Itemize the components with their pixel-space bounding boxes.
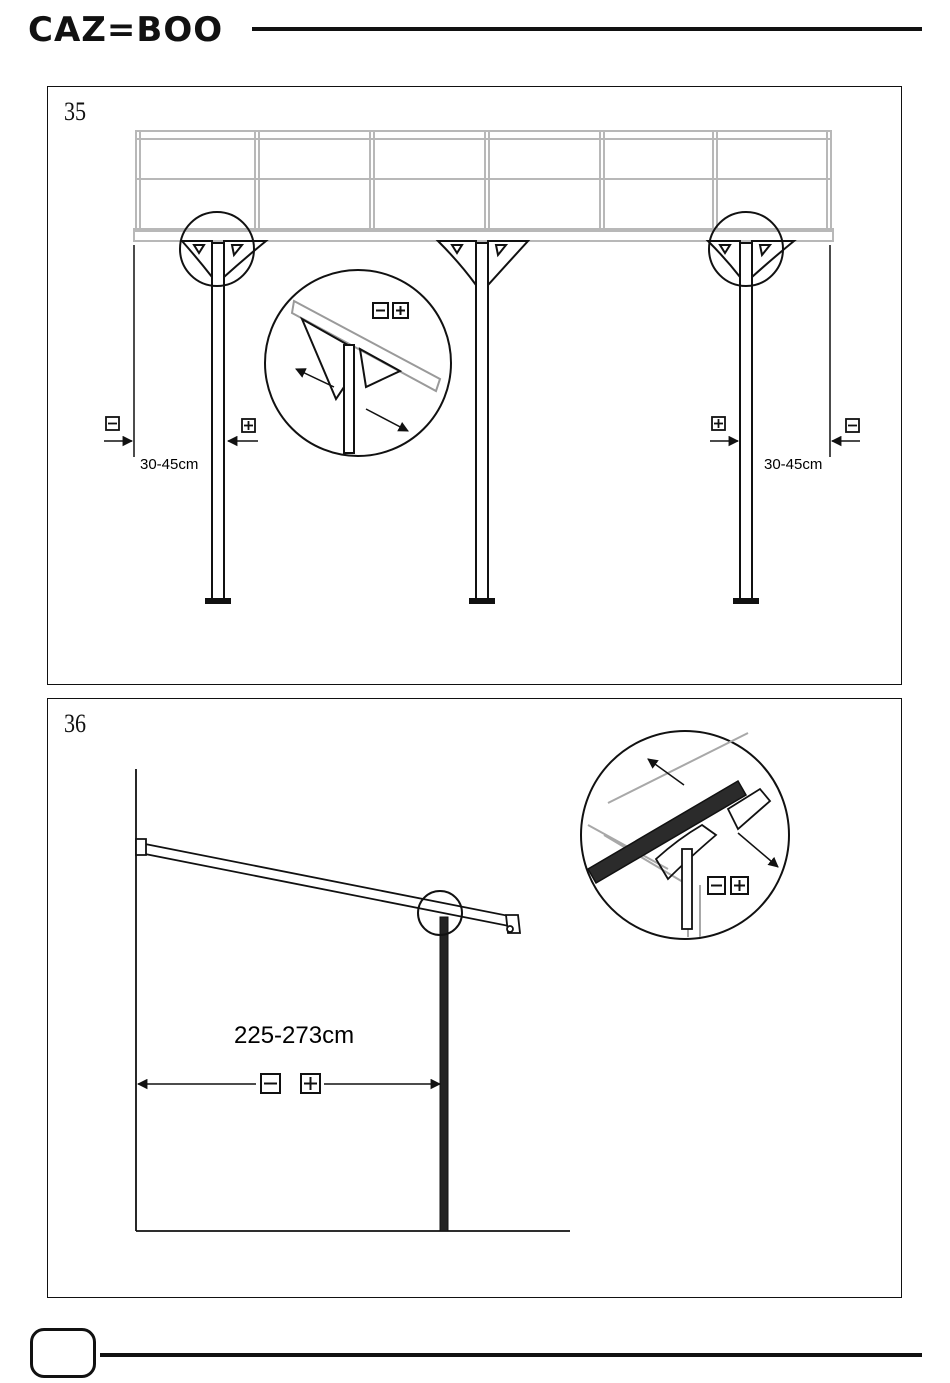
footer-rule — [100, 1353, 922, 1357]
rafter-beam — [136, 839, 520, 933]
roof-frame — [134, 131, 833, 241]
brand-logo: CAZ=BOO — [28, 10, 223, 50]
page-footer — [0, 1320, 950, 1383]
right-dimension: 30-45cm — [710, 245, 860, 473]
page-header: CAZ=BOO — [0, 0, 950, 60]
header-rule — [252, 27, 922, 31]
left-dimension: 30-45cm — [104, 245, 258, 473]
zoom-detail — [265, 270, 451, 456]
step-35-illustration: 30-45cm 30-45cm — [48, 87, 903, 686]
step-36-panel: 36 225-273cm — [47, 698, 902, 1298]
step-35-panel: 35 — [47, 86, 902, 685]
range-label: 225-273cm — [234, 1022, 354, 1049]
page-number-tab — [30, 1328, 96, 1378]
step-36-illustration: 225-273cm — [48, 699, 903, 1299]
brackets — [182, 241, 794, 285]
right-range-label: 30-45cm — [764, 456, 822, 473]
post — [440, 917, 448, 1231]
left-range-label: 30-45cm — [140, 456, 198, 473]
zoom-detail — [581, 731, 789, 939]
width-dimension: 225-273cm — [138, 1022, 440, 1093]
